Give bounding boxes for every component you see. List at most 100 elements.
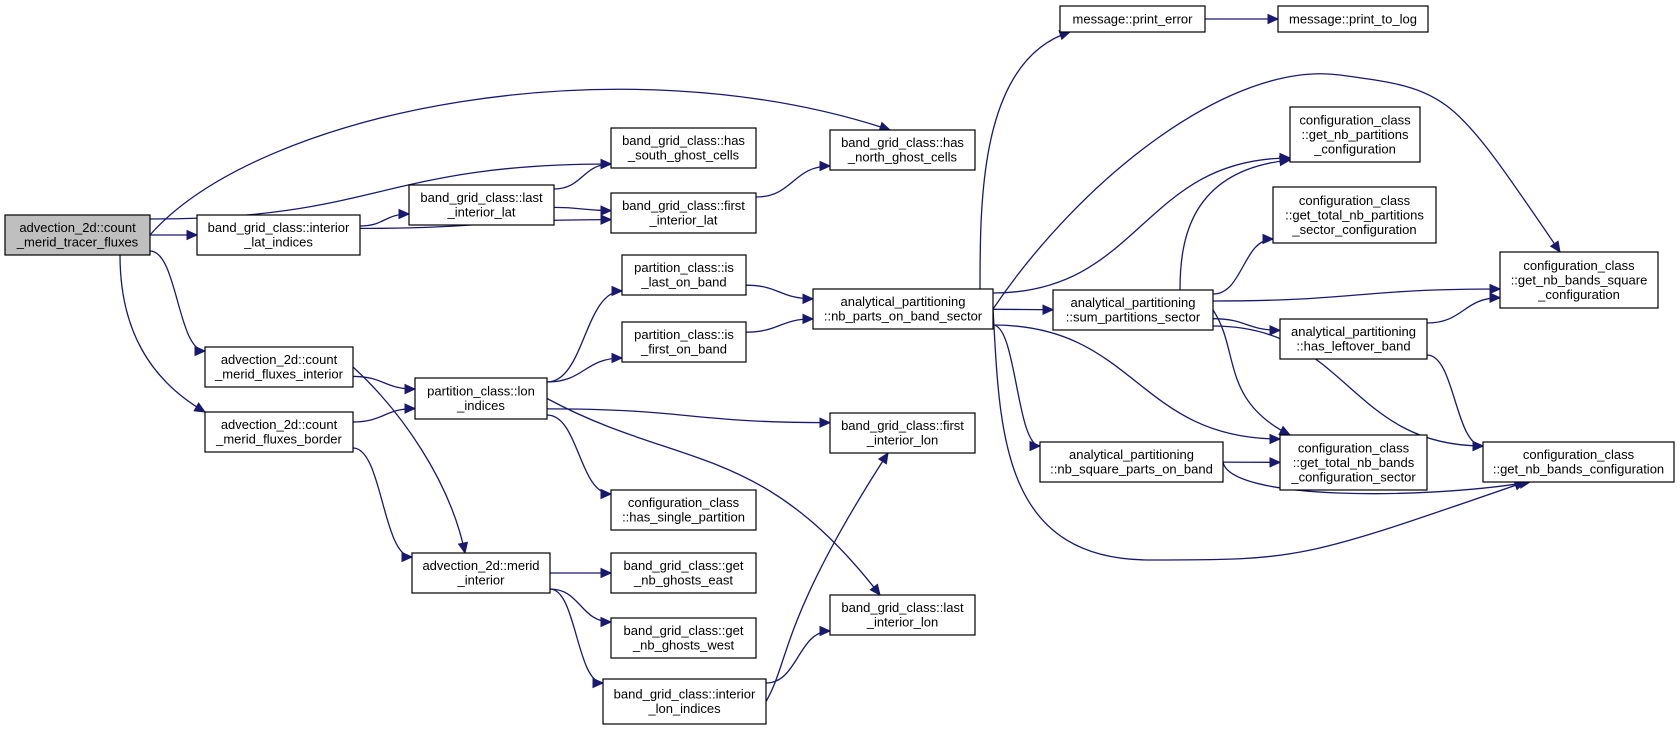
node-box — [1039, 441, 1224, 483]
node-label: _indices — [456, 398, 505, 413]
arrowhead — [600, 214, 613, 225]
node-has-single-partition[interactable]: configuration_class::has_single_partitio… — [610, 489, 757, 531]
arrowhead — [1269, 325, 1282, 336]
arrowhead — [194, 345, 207, 357]
node-get-nb-ghosts-west[interactable]: band_grid_class::get_nb_ghosts_west — [610, 617, 757, 659]
edge-sum-partitions-sector-to-get-total-nb-bands-configuration-sector — [1212, 309, 1292, 436]
edge-nb-parts-on-band-sector-to-nb-square-parts-on-band — [992, 324, 1042, 452]
node-interior-lon-indices[interactable]: band_grid_class::interior_lon_indices — [602, 678, 767, 725]
node-get-nb-bands-square-configuration[interactable]: configuration_class::get_nb_bands_square… — [1499, 251, 1659, 309]
node-label: band_grid_class::last — [420, 190, 543, 205]
arrowhead — [1489, 283, 1502, 295]
node-box — [610, 552, 757, 594]
edge-sum-partitions-sector-to-get-nb-partitions-configuration — [1179, 155, 1292, 291]
node-box — [4, 214, 151, 256]
node-box — [829, 594, 976, 636]
node-last-interior-lat[interactable]: band_grid_class::last_interior_lat — [408, 184, 555, 226]
node-label: _nb_ghosts_east — [633, 573, 733, 588]
node-has-south-ghost-cells[interactable]: band_grid_class::has_south_ghost_cells — [610, 127, 757, 169]
edge-has-leftover-band-to-get-nb-bands-square-configuration — [1426, 292, 1502, 324]
node-root[interactable]: advection_2d::count_merid_tracer_fluxes — [4, 214, 151, 256]
node-label: _configuration_sector — [1290, 469, 1416, 484]
node-nb-parts-on-band-sector[interactable]: analytical_partitioning::nb_parts_on_ban… — [812, 288, 994, 330]
arrowhead — [611, 352, 624, 364]
node-label: _configuration — [1313, 141, 1396, 156]
node-last-interior-lon[interactable]: band_grid_class::last_interior_lon — [829, 594, 976, 636]
node-box — [829, 129, 976, 171]
arrowhead — [404, 403, 417, 414]
node-merid-interior[interactable]: advection_2d::merid_interior — [411, 552, 551, 594]
edge-nb-parts-on-band-sector-to-get-total-nb-bands-configuration-sector — [992, 324, 1282, 445]
node-has-leftover-band[interactable]: analytical_partitioning::has_leftover_ba… — [1279, 318, 1428, 360]
node-label: message::print_to_log — [1289, 11, 1417, 26]
node-box — [1059, 5, 1206, 33]
node-label: band_grid_class::first — [622, 198, 745, 213]
node-get-nb-partitions-configuration[interactable]: configuration_class::get_nb_partitions_c… — [1289, 106, 1421, 163]
node-is-first-on-band[interactable]: partition_class::is_first_on_band — [621, 321, 747, 363]
edge-nb-parts-on-band-sector-to-print-error — [979, 30, 1072, 290]
node-box — [812, 288, 994, 330]
edge-first-interior-lat-to-has-north-ghost-cells — [755, 160, 832, 198]
node-count-merid-fluxes-border[interactable]: advection_2d::count_merid_fluxes_border — [204, 411, 354, 453]
arrowhead — [1269, 457, 1282, 468]
node-print-error[interactable]: message::print_error — [1059, 5, 1206, 33]
node-label: advection_2d::count — [221, 417, 338, 432]
node-get-nb-ghosts-east[interactable]: band_grid_class::get_nb_ghosts_east — [610, 552, 757, 594]
node-first-interior-lat[interactable]: band_grid_class::first_interior_lat — [610, 192, 757, 234]
edge-interior-lon-indices-to-last-interior-lon — [765, 625, 832, 684]
node-label: message::print_error — [1073, 11, 1194, 26]
node-box — [1279, 318, 1428, 360]
edge-sum-partitions-sector-to-get-total-nb-partitions-sector-configuration — [1212, 233, 1275, 295]
node-interior-lat-indices[interactable]: band_grid_class::interior_lat_indices — [196, 214, 361, 256]
node-label: _merid_fluxes_border — [215, 432, 342, 447]
node-box — [621, 321, 747, 363]
arrowhead — [592, 677, 605, 689]
edge-merid-interior-to-get-nb-ghosts-west — [549, 588, 613, 628]
node-label: _interior — [457, 573, 506, 588]
arrowhead — [877, 451, 889, 465]
arrowhead — [1489, 292, 1502, 303]
node-label: partition_class::is — [634, 260, 734, 275]
arrowhead — [611, 285, 624, 297]
node-label: _merid_tracer_fluxes — [16, 235, 139, 250]
node-first-interior-lon[interactable]: band_grid_class::first_interior_lon — [829, 412, 976, 454]
edge-nb-parts-on-band-sector-to-get-nb-bands-square-configuration — [992, 73, 1561, 310]
node-is-last-on-band[interactable]: partition_class::is_last_on_band — [621, 254, 747, 296]
arrowhead — [1549, 240, 1561, 254]
node-label: _interior_lat — [649, 213, 718, 228]
node-label: band_grid_class::first — [841, 418, 964, 433]
node-box — [408, 184, 555, 226]
arrowhead — [1042, 304, 1055, 315]
node-label: analytical_partitioning — [1070, 295, 1195, 310]
edge-count-merid-fluxes-border-to-merid-interior — [352, 447, 414, 563]
node-has-north-ghost-cells[interactable]: band_grid_class::has_north_ghost_cells — [829, 129, 976, 171]
edge-print-error-to-print-to-log — [1205, 13, 1280, 25]
node-print-to-log[interactable]: message::print_to_log — [1277, 5, 1429, 33]
arrowhead — [1267, 13, 1280, 25]
node-label: _lon_indices — [647, 701, 721, 716]
arrowhead — [600, 205, 613, 216]
edge-count-merid-fluxes-interior-to-lon-indices — [352, 375, 417, 395]
node-sum-partitions-sector[interactable]: analytical_partitioning::sum_partitions_… — [1052, 289, 1214, 331]
node-lon-indices[interactable]: partition_class::lon_indices — [414, 377, 548, 420]
edge-lon-indices-to-first-interior-lon — [546, 408, 832, 428]
node-get-nb-bands-configuration[interactable]: configuration_class::get_nb_bands_config… — [1482, 441, 1675, 483]
node-label: configuration_class — [1523, 447, 1635, 462]
node-get-total-nb-partitions-sector-configuration[interactable]: configuration_class::get_total_nb_partit… — [1272, 186, 1437, 244]
node-get-total-nb-bands-configuration-sector[interactable]: configuration_class::get_total_nb_bands_… — [1279, 434, 1428, 491]
node-label: advection_2d::count — [221, 352, 338, 367]
node-count-merid-fluxes-interior[interactable]: advection_2d::count_merid_fluxes_interio… — [204, 346, 354, 388]
arrowhead — [1269, 433, 1282, 445]
arrowhead — [802, 293, 815, 305]
node-nb-square-parts-on-band[interactable]: analytical_partitioning::nb_square_parts… — [1039, 441, 1224, 483]
node-label: ::get_nb_partitions — [1302, 127, 1409, 142]
node-label: ::nb_parts_on_band_sector — [824, 309, 983, 324]
arrowhead — [1029, 440, 1042, 452]
node-label: ::get_nb_bands_configuration — [1493, 462, 1664, 477]
node-box — [621, 254, 747, 296]
edge-lon-indices-to-last-interior-lon — [546, 397, 881, 596]
edge-last-interior-lat-to-first-interior-lat — [553, 205, 613, 216]
edge-is-last-on-band-to-nb-parts-on-band-sector — [745, 284, 815, 305]
node-label: _interior_lon — [866, 615, 939, 630]
node-label: band_grid_class::has — [841, 135, 964, 150]
